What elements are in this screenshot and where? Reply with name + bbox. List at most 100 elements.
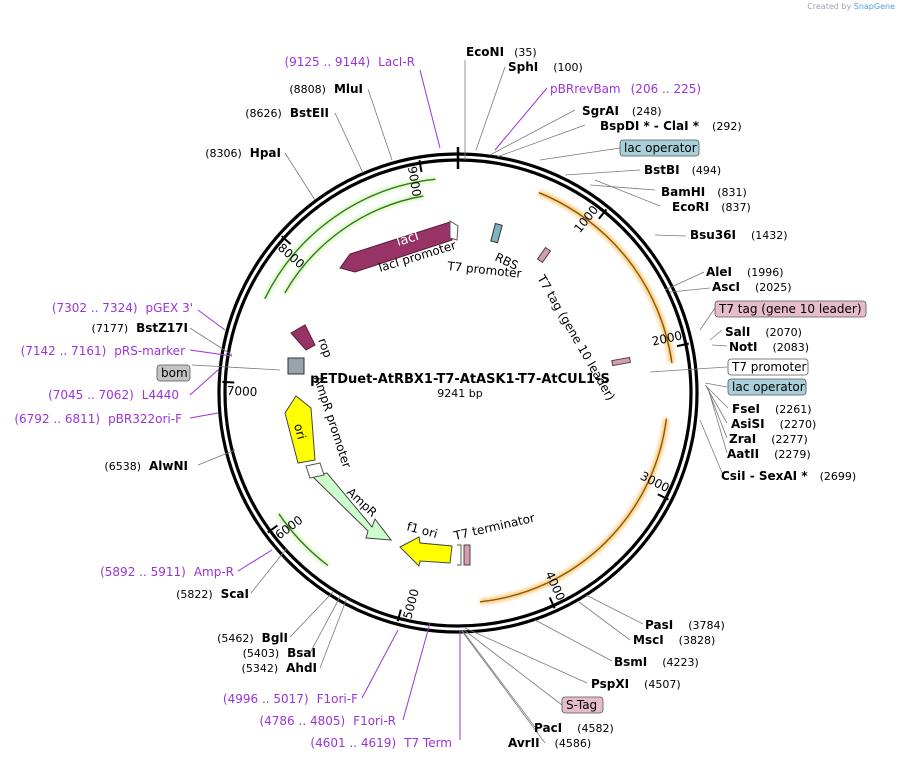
site-bstz17i[interactable]: (7177)BstZ17I <box>92 321 188 335</box>
orf-arc-2 <box>479 418 668 603</box>
box-lac-operator-1[interactable]: lac operator <box>619 139 700 157</box>
plasmid-name: pETDuet-AtRBX1-T7-AtASK1-T7-AtCUL1-S <box>310 372 610 387</box>
svg-text:lac operator: lac operator <box>624 141 697 155</box>
box-t7-promoter[interactable]: T7 promoter <box>727 358 809 376</box>
site-bgli[interactable]: (5462)BglI <box>217 631 288 645</box>
site-noti[interactable]: NotI(2083) <box>729 340 809 354</box>
tick-label: 5000 <box>401 587 422 620</box>
box-s-tag[interactable]: S-Tag <box>561 696 604 714</box>
site-mlui[interactable]: (8808)MluI <box>289 82 363 96</box>
svg-text:lac operator: lac operator <box>732 380 805 394</box>
tick-label: 9000 <box>405 165 424 197</box>
ori-label: ori <box>291 422 309 441</box>
site-asci[interactable]: AscI(2025) <box>712 280 792 294</box>
box-lac-operator-2[interactable]: lac operator <box>727 378 807 396</box>
svg-text:T7 promoter: T7 promoter <box>731 360 807 374</box>
tick-mark <box>657 493 669 501</box>
primer-t7-term[interactable]: (4601 .. 4619)T7 Term <box>310 736 452 750</box>
f1-ori-label: f1 ori <box>405 519 439 541</box>
site-bsmi[interactable]: BsmI(4223) <box>614 655 699 669</box>
rop-label: rop <box>315 336 335 359</box>
orf-arc-laci <box>264 178 436 300</box>
orf-arc-ampr <box>278 513 329 567</box>
credit-prefix: Created by <box>807 2 852 11</box>
svg-text:bom: bom <box>161 366 188 380</box>
tick-mark <box>418 159 423 173</box>
site-hpai[interactable]: (8306)HpaI <box>205 146 281 160</box>
tick-mark <box>222 380 235 384</box>
tick-mark <box>548 596 556 609</box>
site-csii-sexai[interactable]: CsiI - SexAI *(2699) <box>721 469 856 483</box>
ampr-promoter-label: AmpR promoter <box>311 375 354 470</box>
lacI-promoter-arrow <box>449 220 459 241</box>
tick-mark <box>676 342 689 348</box>
tick-label: 7000 <box>226 384 257 399</box>
site-bstbi[interactable]: BstBI(494) <box>644 163 721 177</box>
site-bsteii[interactable]: (8626)BstEII <box>245 106 329 120</box>
orf-arc-1 <box>538 192 673 363</box>
site-sali[interactable]: SalI(2070) <box>725 325 802 339</box>
ampr-promoter-arrow <box>305 462 325 479</box>
primer-l4440[interactable]: (7045 .. 7062)L4440 <box>48 388 179 402</box>
orf-arc-2-glow <box>479 418 670 605</box>
box-t7-tag[interactable]: T7 tag (gene 10 leader) <box>714 300 867 318</box>
site-sphi[interactable]: SphI(100) <box>508 60 583 74</box>
feature-rop: rop <box>290 324 335 359</box>
lacI-label: lacI <box>395 229 421 250</box>
t7-terminator-bracket <box>457 544 462 566</box>
site-bsu36i[interactable]: Bsu36I(1432) <box>690 228 788 242</box>
plasmid-length: 9241 bp <box>437 387 482 400</box>
tick-mark <box>281 235 292 245</box>
primer-pbr322ori-f[interactable]: (6792 .. 6811)pBR322ori-F <box>14 412 182 426</box>
site-avrii[interactable]: AvrII(4586) <box>508 736 591 750</box>
primer-amp-r[interactable]: (5892 .. 5911)Amp-R <box>100 565 234 579</box>
primer-laci-r[interactable]: (9125 .. 9144)LacI-R <box>284 55 415 69</box>
feature-ampr: AmpR <box>310 472 393 541</box>
site-alwni[interactable]: (6538)AlwNI <box>104 459 188 473</box>
rbs-marker <box>490 222 503 244</box>
feature-f1-ori: f1 ori <box>399 519 453 568</box>
boxed-feature-labels: lac operator T7 tag (gene 10 leader) T7 … <box>156 139 867 714</box>
site-scai[interactable]: (5822)ScaI <box>176 587 249 601</box>
tick-mark <box>267 524 278 534</box>
svg-text:T7 tag (gene 10 leader): T7 tag (gene 10 leader) <box>718 302 862 316</box>
site-paci[interactable]: PacI(4582) <box>534 721 614 735</box>
site-ecori[interactable]: EcoRI(837) <box>672 200 751 214</box>
feature-ori: ori <box>284 395 316 464</box>
primer-leader-lines <box>189 69 548 740</box>
site-fsei[interactable]: FseI(2261) <box>732 402 812 416</box>
site-pasi[interactable]: PasI(3784) <box>645 618 725 632</box>
tick-mark <box>598 208 608 220</box>
t7-tag-marker-2 <box>611 356 631 367</box>
tick-label: 2000 <box>651 328 684 348</box>
t7-terminator-marker <box>463 544 471 566</box>
site-bsai[interactable]: (5403)BsaI <box>243 646 316 660</box>
primer-pgex3[interactable]: (7302 .. 7324)pGEX 3' <box>52 301 193 315</box>
primer-prs-marker[interactable]: (7142 .. 7161)pRS-marker <box>21 344 185 358</box>
leader-lines <box>189 60 729 744</box>
primer-f1ori-r[interactable]: (4786 .. 4805)F1ori-R <box>259 714 396 728</box>
site-bamhi[interactable]: BamHI(831) <box>661 185 747 199</box>
site-msci[interactable]: MscI(3828) <box>633 633 715 647</box>
restriction-site-labels: EcoNI(35) SphI(100) SgrAI(248) BspDI * -… <box>92 45 857 750</box>
snapgene-logo: SnapGene <box>853 2 895 11</box>
primer-labels: (9125 .. 9144)LacI-R pBRrevBam(206 .. 22… <box>14 55 701 750</box>
site-alei[interactable]: AleI(1996) <box>706 265 784 279</box>
site-aatii[interactable]: AatII(2279) <box>727 447 811 461</box>
site-ahdi[interactable]: (5342)AhdI <box>242 661 317 675</box>
primer-pbrrevbam[interactable]: pBRrevBam(206 .. 225) <box>550 82 701 96</box>
svg-text:S-Tag: S-Tag <box>566 698 597 712</box>
site-pspxi[interactable]: PspXI(4507) <box>591 677 681 691</box>
t7-tag-marker <box>536 246 552 264</box>
orf-arc-laci-inner <box>284 195 424 294</box>
tick-mark <box>396 609 402 622</box>
site-asisi[interactable]: AsiSI(2270) <box>731 417 816 431</box>
site-bspdi-clai[interactable]: BspDI * - ClaI *(292) <box>600 119 742 133</box>
site-zrai[interactable]: ZraI(2277) <box>729 432 808 446</box>
box-bom[interactable]: bom <box>156 364 191 382</box>
primer-f1ori-f[interactable]: (4996 .. 5017)F1ori-F <box>223 692 358 706</box>
site-sgrai[interactable]: SgrAI(248) <box>582 104 662 118</box>
site-econi[interactable]: EcoNI(35) <box>466 45 537 59</box>
snapgene-credit: Created by SnapGene <box>807 2 895 11</box>
